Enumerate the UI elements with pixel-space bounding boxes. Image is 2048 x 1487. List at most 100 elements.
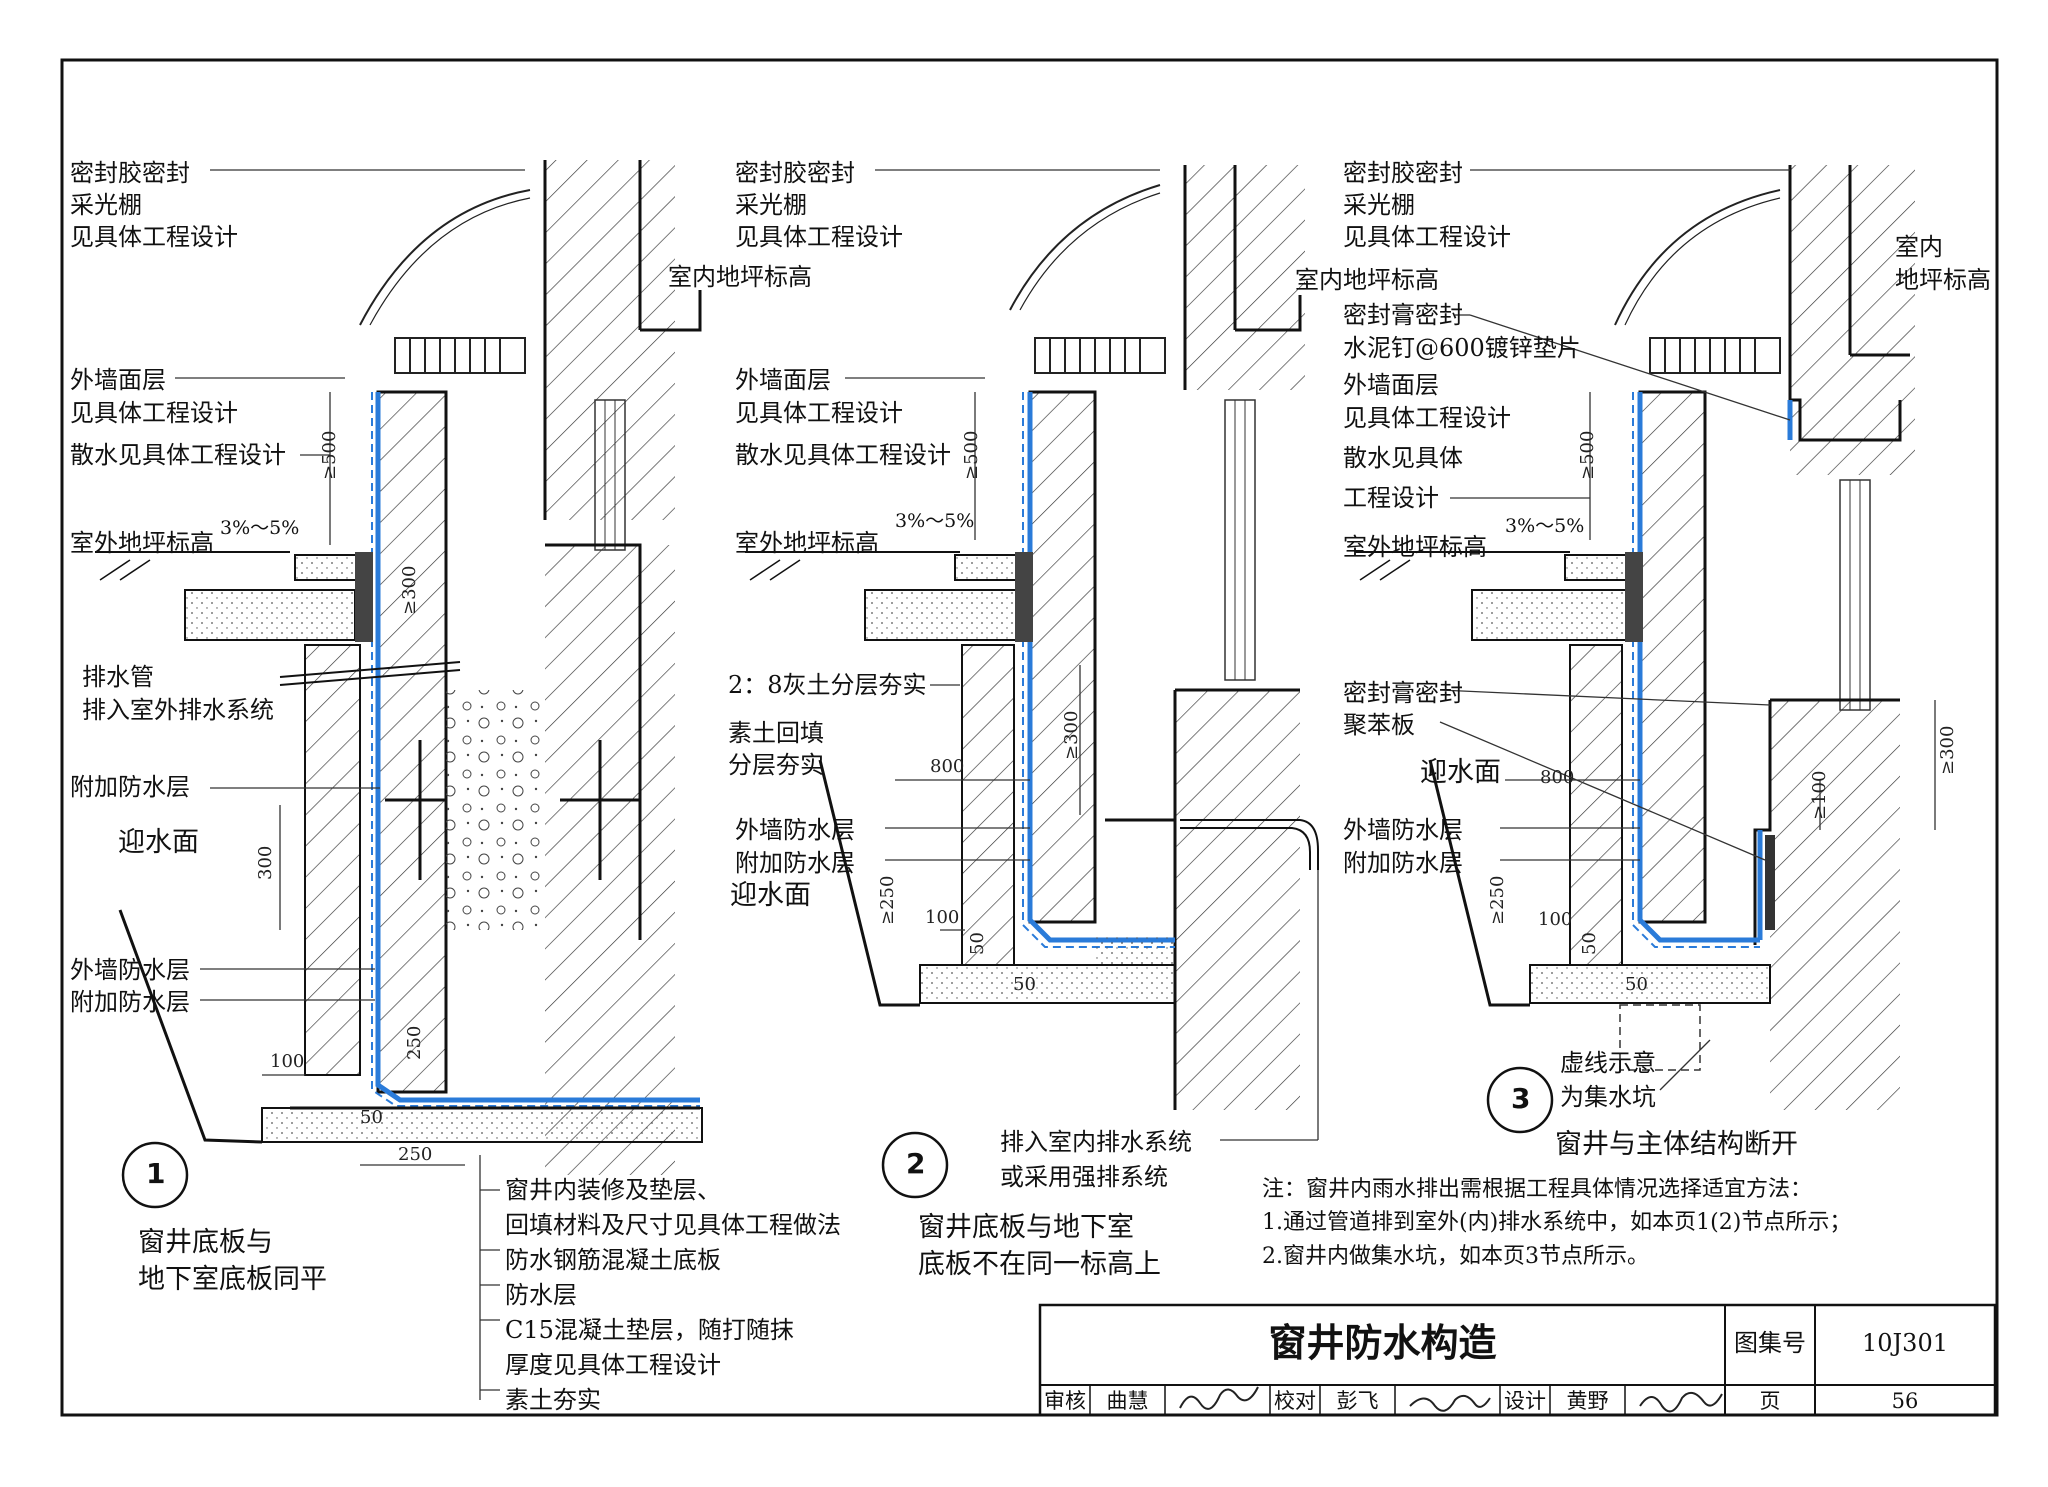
d2-slope-label: 3%～5% — [895, 510, 975, 532]
d1-wall-finish-see-label: 见具体工程设计 — [70, 399, 238, 427]
detail-1-graphic — [95, 160, 703, 1400]
reviewer-signature — [1179, 1386, 1259, 1410]
atlas-label: 图集号 — [1734, 1329, 1806, 1357]
design-label: 设计 — [1504, 1389, 1546, 1413]
review-label: 审核 — [1044, 1389, 1086, 1413]
d2-lime-soil-label: 2：8灰土分层夯实 — [728, 671, 927, 699]
d2-dim-100: 100 — [925, 907, 960, 928]
d1-extra-wp2-label: 附加防水层 — [70, 988, 190, 1016]
d1-apron-label: 散水见具体工程设计 — [70, 441, 286, 469]
d3-nail-label: 水泥钉@600镀锌垫片 — [1343, 334, 1581, 362]
d1-number: 1 — [146, 1157, 166, 1190]
d3-polystyrene-label: 聚苯板 — [1343, 711, 1415, 739]
d2-extra-wp-label: 附加防水层 — [735, 849, 855, 877]
d2-dim-50a: 50 — [967, 932, 988, 955]
d1-drain-to-label: 排入室外排水系统 — [82, 696, 274, 724]
d3-facing-water-label: 迎水面 — [1420, 757, 1501, 788]
d1-legend-6: 厚度见具体工程设计 — [505, 1351, 721, 1379]
d3-dim-300: ≥300 — [1937, 725, 1958, 775]
d2-dim-50b: 50 — [1013, 974, 1036, 995]
d3-see-design-label: 见具体工程设计 — [1343, 223, 1511, 251]
d1-dim-300b: 300 — [255, 845, 276, 880]
d1-legend-5: C15混凝土垫层，随打随抹 — [505, 1316, 794, 1344]
d2-apron-label: 散水见具体工程设计 — [735, 441, 951, 469]
d3-dim-100: ≥100 — [1809, 770, 1830, 820]
sheet-border — [60, 58, 1999, 1417]
checker-signature — [1409, 1394, 1491, 1412]
d3-dim-250: ≥250 — [1487, 875, 1508, 925]
designer-signature — [1639, 1391, 1723, 1413]
designer-name: 黄野 — [1566, 1389, 1609, 1413]
d1-wall-wp-label: 外墙防水层 — [70, 956, 190, 984]
d1-indoor-floor-label: 室内地坪标高 — [668, 263, 812, 291]
note-heading: 注：窗井内雨水排出需根据工程具体情况选择适宜方法： — [1262, 1177, 1813, 1202]
d1-drain-pipe-label: 排水管 — [82, 663, 154, 691]
d2-skylight-label: 采光棚 — [735, 191, 807, 219]
d3-apron1-label: 散水见具体 — [1343, 444, 1463, 472]
d1-legend-4: 防水层 — [505, 1281, 577, 1309]
d1-wall-finish-label: 外墙面层 — [70, 366, 166, 394]
d3-dim-500: ≥500 — [1577, 430, 1598, 480]
d3-wall-wp-label: 外墙防水层 — [1343, 816, 1463, 844]
d3-slope-label: 3%～5% — [1505, 515, 1585, 537]
d2-dim-300: ≥300 — [1061, 710, 1082, 760]
d2-dim-250: ≥250 — [877, 875, 898, 925]
d3-skylight-label: 采光棚 — [1343, 191, 1415, 219]
d1-dim-50: 50 — [360, 1107, 383, 1128]
d1-dim-250h: 250 — [398, 1144, 433, 1165]
d3-dashed2-label: 为集水坑 — [1560, 1083, 1656, 1111]
d3-extra-wp-label: 附加防水层 — [1343, 849, 1463, 877]
d2-wall-finish-label: 外墙面层 — [735, 366, 831, 394]
d2-dim-500: ≥500 — [961, 430, 982, 480]
d1-caption-line1: 窗井底板与 — [138, 1227, 273, 1258]
d3-caption: 窗井与主体结构断开 — [1555, 1129, 1798, 1160]
d3-sealant-paste2-label: 密封膏密封 — [1343, 679, 1463, 707]
note-1: 1.通过管道排到室外(内)排水系统中，如本页1(2)节点所示； — [1262, 1210, 1852, 1235]
d1-sealant-label: 密封胶密封 — [70, 159, 190, 187]
d1-outdoor-floor-label: 室外地坪标高 — [70, 529, 214, 557]
d2-drain-into1-label: 排入室内排水系统 — [1000, 1128, 1192, 1156]
detail-2-graphic — [745, 165, 1319, 1199]
d1-slope-label: 3%～5% — [220, 517, 300, 539]
d2-facing-water-label: 迎水面 — [730, 880, 811, 911]
check-label: 校对 — [1274, 1389, 1316, 1413]
d3-outdoor-floor-label: 室外地坪标高 — [1343, 533, 1487, 561]
page-number: 56 — [1891, 1389, 1919, 1413]
d2-outdoor-floor-label: 室外地坪标高 — [735, 529, 879, 557]
sheet-title: 窗井防水构造 — [1268, 1320, 1497, 1365]
d3-wall-finish-see-label: 见具体工程设计 — [1343, 404, 1511, 432]
page-label: 页 — [1759, 1389, 1781, 1413]
d2-see-design-label: 见具体工程设计 — [735, 223, 903, 251]
d2-drain-into2-label: 或采用强排系统 — [1000, 1163, 1168, 1191]
d2-number: 2 — [906, 1147, 926, 1180]
d3-dim-800: 800 — [1540, 767, 1575, 788]
d3-dim-100h: 100 — [1538, 909, 1573, 930]
d1-caption-line2: 地下室底板同平 — [138, 1264, 327, 1295]
d2-backfill2-label: 分层夯实 — [728, 751, 824, 779]
checker-name: 彭飞 — [1336, 1389, 1379, 1413]
reviewer-name: 曲慧 — [1106, 1389, 1149, 1413]
d3-dim-50a: 50 — [1579, 932, 1600, 955]
d2-wall-wp-label: 外墙防水层 — [735, 816, 855, 844]
d2-indoor-floor-label: 室内地坪标高 — [1295, 266, 1439, 294]
d3-sealant-paste-label: 密封膏密封 — [1343, 301, 1463, 329]
d3-dim-50b: 50 — [1625, 974, 1648, 995]
d3-sealant-label: 密封胶密封 — [1343, 159, 1463, 187]
d1-legend-1: 窗井内装修及垫层、 — [505, 1176, 721, 1204]
d1-dim-300: ≥300 — [399, 565, 420, 615]
d2-caption-line2: 底板不在同一标高上 — [918, 1249, 1161, 1280]
d1-see-design-label: 见具体工程设计 — [70, 223, 238, 251]
title-block — [1038, 1303, 1997, 1417]
note-2: 2.窗井内做集水坑，如本页3节点所示。 — [1262, 1244, 1649, 1269]
d1-legend-2: 回填材料及尺寸见具体工程做法 — [505, 1211, 841, 1239]
d2-backfill1-label: 素土回填 — [728, 719, 824, 747]
d1-skylight-label: 采光棚 — [70, 191, 142, 219]
d3-indoor-a-label: 室内 — [1895, 233, 1943, 261]
d3-dashed1-label: 虚线示意 — [1560, 1049, 1656, 1077]
d1-facing-water-label: 迎水面 — [118, 827, 199, 858]
d1-legend-3: 防水钢筋混凝土底板 — [505, 1246, 721, 1274]
atlas-number: 10J301 — [1862, 1329, 1948, 1357]
d2-caption-line1: 窗井底板与地下室 — [918, 1212, 1134, 1243]
d2-wall-finish-see-label: 见具体工程设计 — [735, 399, 903, 427]
